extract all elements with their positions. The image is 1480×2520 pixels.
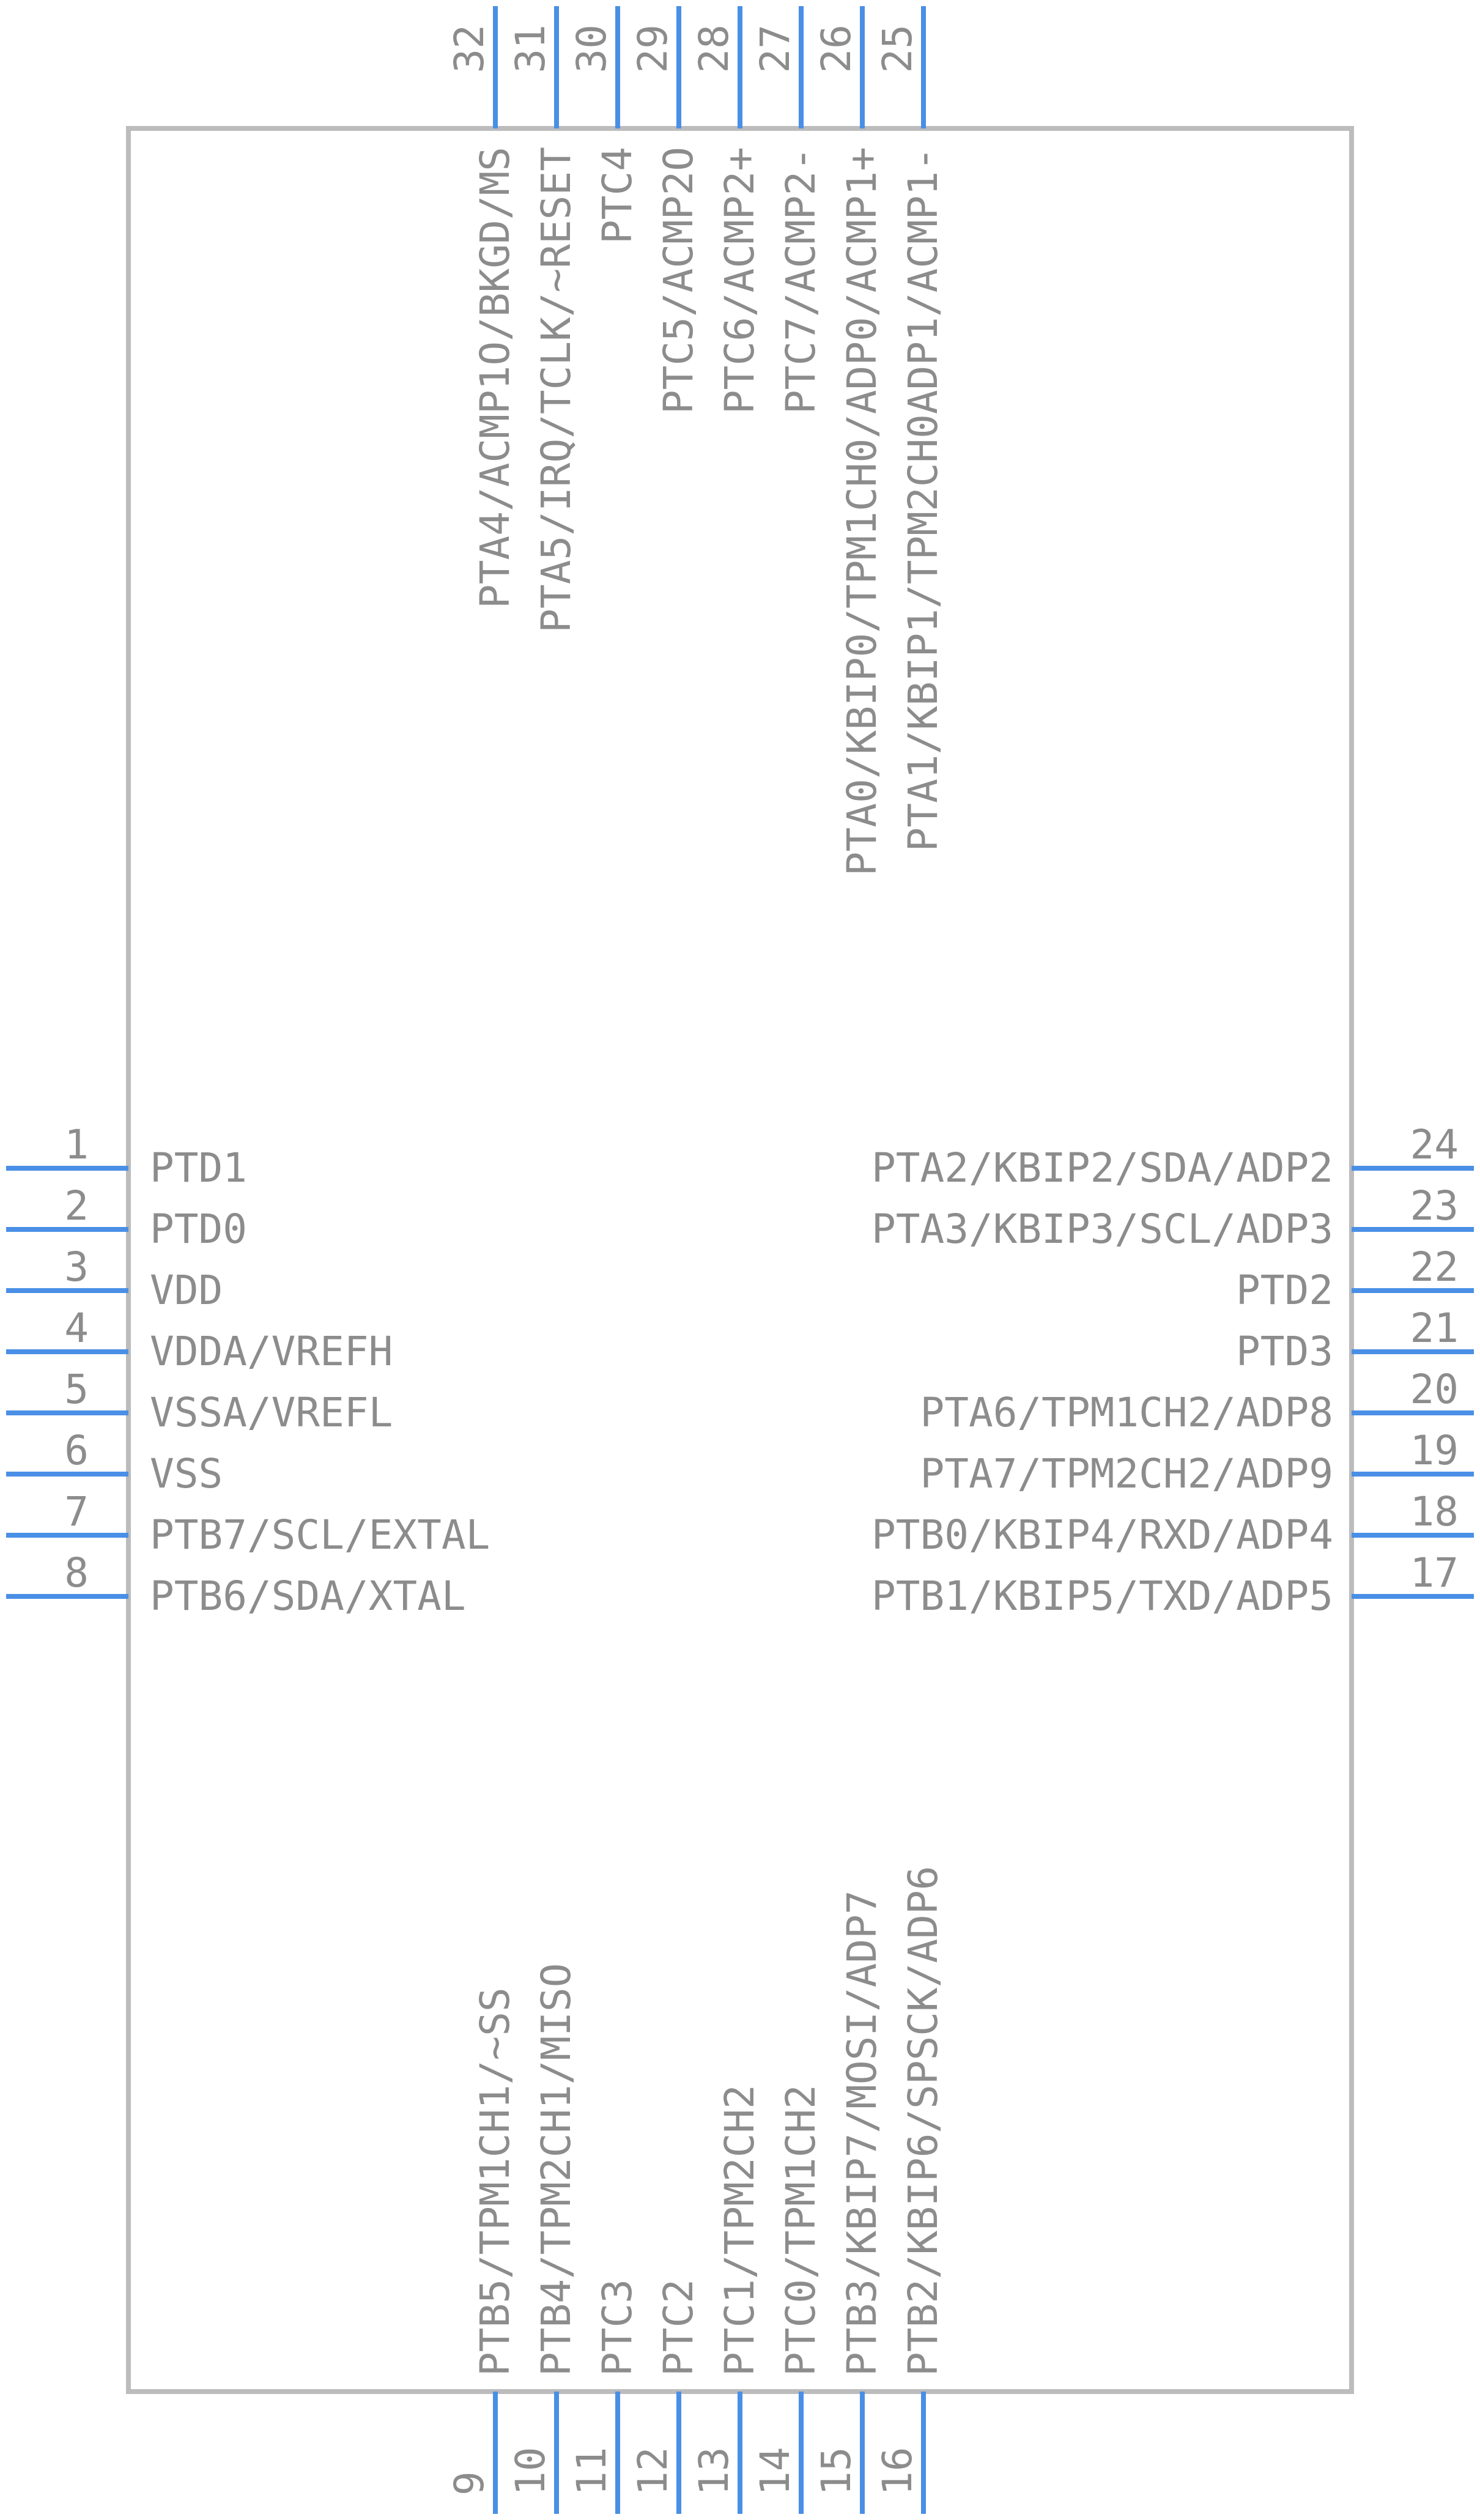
pin-13-number: 13	[690, 2447, 738, 2496]
pin-9-label: PTB5/TPM1CH1/~SS	[472, 1987, 519, 2376]
pin-16-number: 16	[874, 2447, 921, 2496]
pin-17-number: 17	[1410, 1549, 1459, 1596]
pin-9-number: 9	[446, 2471, 493, 2496]
pin-26-number: 26	[813, 24, 860, 73]
pin-23-label: PTA3/KBIP3/SCL/ADP3	[871, 1206, 1333, 1253]
pin-6-label: VSS	[150, 1450, 223, 1497]
pin-22-label: PTD2	[1236, 1267, 1333, 1314]
pin-25-label: PTA1/KBIP1/TPM2CH0ADP1/ACMP1-	[900, 147, 947, 851]
pin-5-number: 5	[64, 1366, 89, 1413]
pin-7-label: PTB7/SCL/EXTAL	[150, 1511, 490, 1558]
pin-30-number: 30	[568, 24, 615, 73]
pin-4-label: VDDA/VREFH	[150, 1328, 393, 1375]
pin-31-label: PTA5/IRQ/TCLK/~RESET	[533, 147, 580, 633]
pin-23-number: 23	[1410, 1182, 1459, 1229]
pin-3-label: VDD	[150, 1267, 223, 1314]
pin-27-label: PTC7/ACMP2-	[777, 147, 824, 414]
pin-11-number: 11	[568, 2447, 615, 2496]
pin-25-number: 25	[874, 24, 921, 73]
pin-15-label: PTB3/KBIP7/MOSI/ADP7	[838, 1890, 886, 2376]
pin-32-label: PTA4/ACMP1O/BKGD/MS	[472, 147, 519, 609]
pin-10-label: PTB4/TPM2CH1/MISO	[533, 1963, 580, 2376]
pin-13-label: PTC1/TPM2CH2	[716, 2085, 763, 2376]
pin-8-label: PTB6/SDA/XTAL	[150, 1573, 466, 1620]
pin-19-number: 19	[1410, 1427, 1459, 1474]
pin-8-number: 8	[64, 1549, 89, 1596]
ic-body	[126, 126, 1354, 2394]
pin-28-label: PTC6/ACMP2+	[716, 147, 763, 414]
pin-2-number: 2	[64, 1182, 89, 1229]
pin-16-label: PTB2/KBIP6/SPSCK/ADP6	[900, 1866, 947, 2376]
pin-18-label: PTB0/KBIP4/RXD/ADP4	[871, 1511, 1333, 1558]
pin-6-number: 6	[64, 1427, 89, 1474]
pin-20-label: PTA6/TPM1CH2/ADP8	[920, 1389, 1333, 1436]
pin-24-label: PTA2/KBIP2/SDA/ADP2	[871, 1144, 1333, 1191]
pin-21-number: 21	[1410, 1305, 1459, 1352]
pin-20-number: 20	[1410, 1366, 1459, 1413]
pin-11-label: PTC3	[594, 2279, 641, 2376]
pin-18-number: 18	[1410, 1488, 1459, 1535]
pin-19-label: PTA7/TPM2CH2/ADP9	[920, 1450, 1333, 1497]
pin-14-label: PTC0/TPM1CH2	[777, 2085, 824, 2376]
pin-12-label: PTC2	[655, 2279, 702, 2376]
pin-30-label: PTC4	[594, 147, 641, 244]
pin-4-number: 4	[64, 1305, 89, 1352]
pin-29-number: 29	[629, 24, 676, 73]
pin-14-number: 14	[752, 2447, 799, 2496]
pin-5-label: VSSA/VREFL	[150, 1389, 393, 1436]
pin-17-label: PTB1/KBIP5/TXD/ADP5	[871, 1573, 1333, 1620]
pin-3-number: 3	[64, 1243, 89, 1291]
pin-10-number: 10	[507, 2447, 554, 2496]
pin-28-number: 28	[690, 24, 738, 73]
pin-2-label: PTD0	[150, 1206, 247, 1253]
pin-21-label: PTD3	[1236, 1328, 1333, 1375]
pin-24-number: 24	[1410, 1121, 1459, 1168]
pin-29-label: PTC5/ACMP2O	[655, 147, 702, 414]
pin-1-number: 1	[64, 1121, 89, 1168]
pin-15-number: 15	[813, 2447, 860, 2496]
pin-31-number: 31	[507, 24, 554, 73]
pin-27-number: 27	[752, 24, 799, 73]
pin-1-label: PTD1	[150, 1144, 247, 1191]
pin-26-label: PTA0/KBIP0/TPM1CH0/ADP0/ACMP1+	[838, 147, 886, 876]
pin-32-number: 32	[446, 24, 493, 73]
pin-12-number: 12	[629, 2447, 676, 2496]
pin-22-number: 22	[1410, 1243, 1459, 1291]
pin-7-number: 7	[64, 1488, 89, 1535]
